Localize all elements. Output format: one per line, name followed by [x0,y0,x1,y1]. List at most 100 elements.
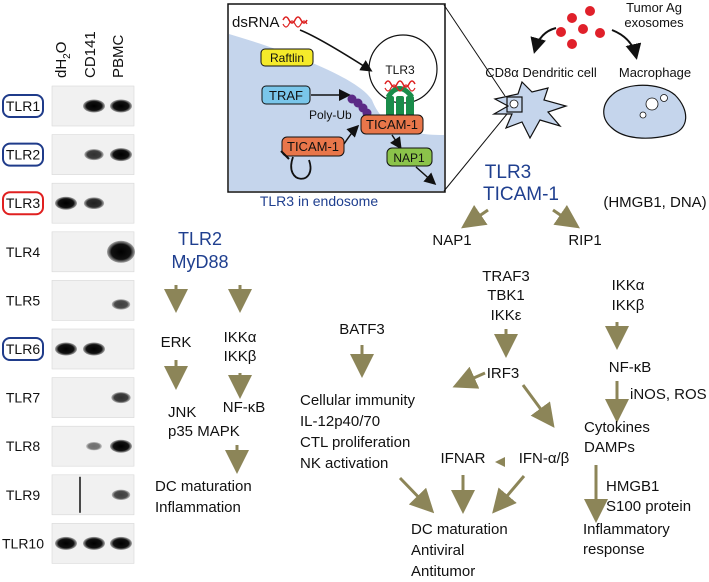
tlr2-ikkb-label: IKKβ [224,348,257,365]
ifnar-label: IFNAR [441,450,486,467]
gel-band-tlr2-lane3 [110,148,132,162]
ticam1-title: TICAM-1 [483,184,559,205]
nap1-path-label: NAP1 [432,232,471,249]
macrophage-shape [603,84,687,139]
tlr3-nfkb-label: NF-κB [609,359,652,376]
lane-label-cd141: CD141 [82,31,99,78]
gel-band-tlr1-lane2 [83,99,105,113]
exosome-dot-3 [556,27,566,37]
exosome-dot-2 [585,6,595,16]
gel-band-tlr10-lane1 [55,536,77,550]
dsrna-inside-wave2 [384,84,416,92]
dendritic-cell-label: CD8α Dendritic cell [485,65,597,80]
zoom-line-top [443,4,506,97]
gel-band-tlr2-lane2 [84,149,104,161]
nk-label: NK activation [300,455,388,472]
exosome-dot-1 [567,13,577,23]
antiviral-label: Antiviral [411,542,464,559]
cellular-immunity-label: Cellular immunity [300,392,416,409]
exosome-to-dc-arrow [530,27,557,54]
ticam-to-nap1-path-arrow [461,204,489,229]
gel-row-label-tlr9: TLR9 [6,487,40,503]
gel-row-label-tlr5: TLR5 [6,292,40,308]
gel-band-tlr4-lane3 [107,240,135,263]
batf3-label: BATF3 [339,321,385,338]
gel-row-label-tlr1: TLR1 [6,98,40,114]
tlr2-dc-maturation-label: DC maturation [155,478,252,495]
dsrna-label: dsRNA [232,14,280,31]
endosome-panel: TLR3 dsRNA Raftlin TRAF Poly-Ub TICAM-1 … [227,3,446,209]
gel-band-tlr10-lane2 [83,536,105,550]
hmgb1-label: HMGB1 [606,478,659,495]
exosome-dot-5 [595,28,605,38]
nap1-endosome-label: NAP1 [393,151,425,165]
gel-band-tlr10-lane3 [110,536,132,550]
gel-row-label-tlr10: TLR10 [2,535,44,551]
traf-box [261,85,311,105]
cytokines-label: Cytokines [584,419,650,436]
ifn-to-dc-arrow [492,475,526,514]
gel-row-label-tlr2: TLR2 [6,147,40,163]
tlr2-pathway: TLR2 MyD88 ERK IKKα IKKβ JNK p35 MAPK NF… [155,229,265,516]
dendritic-cell-vesicle [509,99,519,109]
tlr2-ikka-label: IKKα [224,329,257,346]
gel-band-tlr3-lane1 [55,196,77,210]
gel-band-tlr6-lane2 [83,342,105,356]
gel-band-tlr9-lane3 [111,489,131,500]
zoom-line-bottom [443,113,508,192]
ifn-to-ifnar-arrowhead [495,457,505,467]
tlr3-receptor-arch [385,86,414,99]
macrophage-label: Macrophage [619,65,691,80]
irf3-to-ifn-arrow [521,384,555,428]
cells-panel: Tumor Ag exosomes CD8α Dendritic cell Ma… [485,0,691,140]
ticam-inhibit-loop [290,156,312,180]
lane-label-pbmc: PBMC [110,34,127,78]
gel-row-highlight-tlr2 [2,142,44,167]
myd88-title: MyD88 [171,252,228,272]
gel-row-label-tlr3: TLR3 [6,195,40,211]
tlr3-label: TLR3 [385,63,415,77]
gel-band-tlr8-lane2 [86,441,102,451]
dc-maturation-label: DC maturation [411,521,508,538]
inos-label: iNOS, ROS [630,386,707,403]
gel-band-tlr7-lane3 [111,392,131,404]
macrophage-vacuole-2 [660,94,668,102]
irf3-label: IRF3 [487,365,520,382]
ifn-label: IFN-α/β [519,450,570,467]
ticam-inhibit-bar [280,150,290,160]
tlr2-nfkb-label: NF-κB [223,399,266,416]
damps-label: DAMPs [584,439,635,456]
lane-label-dh2o: dH2O [53,42,73,78]
tlr3-pathway: TLR3 TICAM-1 (HMGB1, DNA) NAP1 RIP1 TRAF… [300,162,707,580]
raftlin-box [260,48,314,67]
nk-to-dc-arrow [398,476,435,514]
tlr3-title: TLR3 [485,162,531,183]
ticam-lower-arrow [343,124,360,145]
gel-band-tlr3-lane2 [83,197,105,210]
response-label: response [583,541,645,558]
tlr3-receptor-mid [396,96,404,120]
tlr3-ikkb-label: IKKβ [612,297,645,314]
p35-label: p35 MAPK [168,423,240,440]
gel-band-tlr8-lane3 [110,439,132,453]
macrophage-vacuole-3 [639,111,647,119]
gel-panel: dH2O CD141 PBMC TLR1TLR2TLR3TLR4TLR5TLR6… [2,31,135,564]
tlr2-title: TLR2 [178,229,222,249]
tlr2-inflammation-label: Inflammation [155,499,241,516]
exosome-dot-6 [567,39,577,49]
tbk1-label: TBK1 [487,287,525,304]
endosome-caption: TLR3 in endosome [260,193,379,209]
ticam-lower-label: TICAM-1 [287,139,339,154]
dsrna-entry-arrow [299,29,373,72]
hmgb-dna-label: (HMGB1, DNA) [603,194,706,211]
gel-row-label-tlr7: TLR7 [6,390,40,406]
gel-row-highlight-tlr3 [2,191,44,216]
ticam-to-rip1-arrow [552,204,580,229]
ctl-label: CTL proliferation [300,434,410,451]
gel-row-label-tlr6: TLR6 [6,341,40,357]
nap1-out-arrow [415,166,437,185]
irf3-to-immunity-arrow [452,366,486,389]
gel-band-tlr1-lane3 [110,99,132,113]
dendritic-cell-shape [491,80,569,140]
